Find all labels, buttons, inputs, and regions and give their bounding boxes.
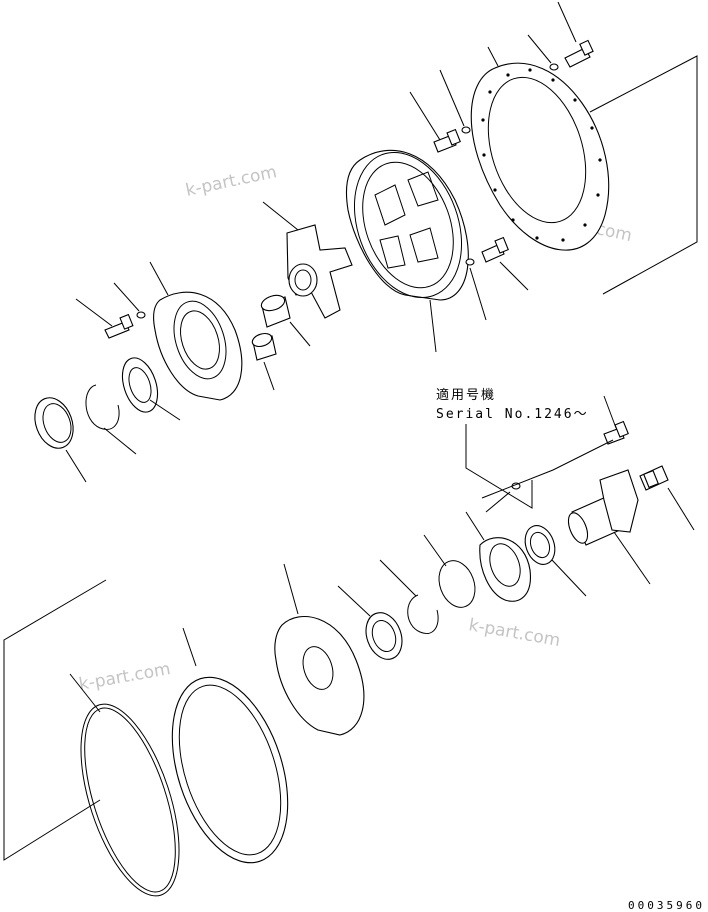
bearing-left bbox=[121, 357, 159, 413]
serial-note-line1: 適用号機 bbox=[436, 387, 496, 403]
bolt-right bbox=[603, 420, 629, 445]
serial-note-line2: Serial No.1246～ bbox=[436, 407, 589, 422]
output-shaft bbox=[567, 469, 639, 546]
washer-housing-side bbox=[465, 258, 475, 266]
flange-plate bbox=[153, 291, 243, 401]
seal-carrier bbox=[479, 537, 531, 602]
serial-note-bracket bbox=[465, 424, 533, 509]
watermark-3: k-part.com bbox=[467, 615, 562, 651]
bracket-bottom-left bbox=[3, 579, 107, 861]
watermark-1: k-part.com bbox=[184, 162, 279, 201]
o-ring-large bbox=[80, 703, 180, 897]
snap-ring-right bbox=[407, 594, 439, 634]
watermark-4: k-part.com bbox=[77, 659, 172, 695]
cover-plate bbox=[470, 62, 610, 251]
hub bbox=[286, 224, 353, 319]
bearing-center bbox=[365, 612, 403, 660]
sensor-plug bbox=[639, 465, 669, 491]
bolt-housing-side bbox=[481, 236, 509, 263]
gasket bbox=[171, 676, 289, 864]
housing bbox=[345, 149, 469, 301]
ring-left bbox=[34, 397, 74, 449]
snap-ring-left bbox=[85, 384, 120, 430]
bushing-1 bbox=[260, 294, 291, 328]
washer-top bbox=[549, 63, 559, 71]
bolt-housing-top bbox=[433, 128, 461, 153]
drawing-code: 00035960 bbox=[628, 899, 705, 912]
bolt-left bbox=[104, 313, 134, 339]
bushing-2 bbox=[251, 332, 277, 361]
cover-disc bbox=[274, 616, 365, 736]
bearing-right bbox=[524, 525, 556, 565]
washer-housing-top bbox=[461, 126, 471, 134]
washer-left bbox=[136, 311, 146, 319]
o-ring bbox=[438, 560, 476, 608]
bolt-top bbox=[564, 39, 594, 68]
